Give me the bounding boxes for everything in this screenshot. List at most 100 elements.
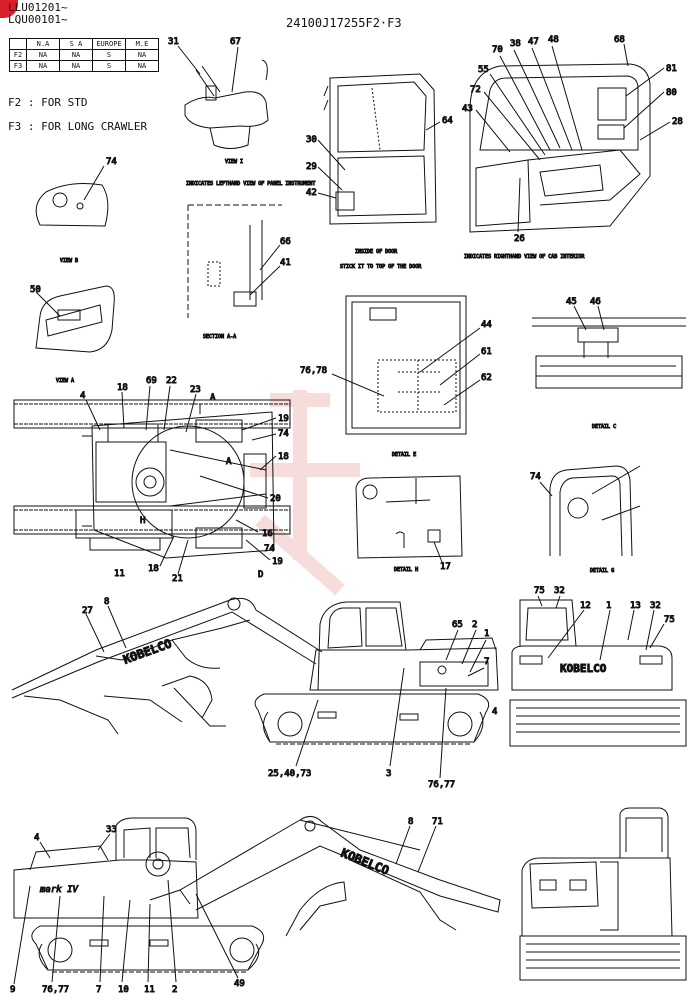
callout-label: 4 <box>492 707 497 717</box>
callout-label: 4 <box>80 391 85 401</box>
callout-label: 2 <box>172 985 177 995</box>
detail-h: 17 DETAIL H <box>355 475 463 574</box>
callout-label: 13 <box>630 601 641 611</box>
detail-g: 74 DETAIL G <box>530 465 641 575</box>
view-b: 74 VIEW B <box>35 157 117 265</box>
inside-door-view: 30 29 42 64 INSIDE OF DOOR STICK IT TO T… <box>306 73 453 271</box>
callout-label: 64 <box>442 116 453 126</box>
callout-label: 11 <box>144 985 155 995</box>
callout-label: 74 <box>530 472 541 482</box>
callout-label: A <box>210 393 216 403</box>
callout-label: 66 <box>280 237 291 247</box>
callout-label: 81 <box>666 64 677 74</box>
cab-interior-view: 38 47 48 68 70 55 81 72 80 43 28 26 INDI… <box>462 35 684 261</box>
detail-c: 45 46 DETAIL C <box>532 297 686 431</box>
callout-label: 16 <box>262 529 273 539</box>
applicability-table: N.A S A EUROPE M.E F2 NA NA S NA F3 NA N… <box>9 38 159 72</box>
side-elevation-right: KOBELCO 27 8 65 2 1 7 4 25,40,73 3 76,77 <box>11 597 499 791</box>
callout-label: 76,78 <box>300 366 327 376</box>
watermark-graphic <box>250 390 360 596</box>
caption-detail-c: DETAIL C <box>592 424 616 430</box>
view-a: 50 VIEW A <box>30 285 115 385</box>
callout-label: 18 <box>117 383 128 393</box>
callout-label: 65 <box>452 620 463 630</box>
callout-label: 11 <box>114 569 125 579</box>
callout-label: 75 <box>534 586 545 596</box>
callout-label: 69 <box>146 376 157 386</box>
caption-detail-g: DETAIL G <box>590 568 614 574</box>
callout-label: 3 <box>386 769 391 779</box>
callout-label: 8 <box>104 597 109 607</box>
callout-label: 1 <box>484 629 489 639</box>
model-decal: mark IV <box>39 885 79 895</box>
arm-brand-decal: KOBELCO <box>339 846 391 878</box>
callout-label: 10 <box>118 985 129 995</box>
callout-label: 32 <box>554 586 565 596</box>
caption-view-b: VIEW B <box>60 258 78 264</box>
callout-label: 28 <box>672 117 683 127</box>
callout-label: 25,40,73 <box>268 769 311 779</box>
callout-label: 22 <box>166 376 177 386</box>
view-i-panel-instrument: 31 67 VIEW I INDICATES LEFTHAND VIEW OF … <box>168 37 316 188</box>
callout-label: 62 <box>481 373 492 383</box>
caption-inside-door: INSIDE OF DOOR <box>355 249 398 255</box>
top-plan-view: 4 18 69 22 23 A A H 19 74 18 20 16 19 74… <box>13 376 291 585</box>
table-cell: S <box>92 60 126 72</box>
callout-label: 7 <box>484 657 489 667</box>
callout-label: 31 <box>168 37 179 47</box>
callout-label: 42 <box>306 188 317 198</box>
callout-label: 20 <box>270 494 281 504</box>
callout-label: 71 <box>432 817 443 827</box>
caption-view-i-sub: INDICATES LEFTHAND VIEW OF PANEL INSTRUM… <box>186 181 315 187</box>
front-view <box>519 807 687 981</box>
caption-detail-h: DETAIL H <box>394 567 418 573</box>
callout-label: 76,77 <box>42 985 69 995</box>
callout-label: 46 <box>590 297 601 307</box>
boom-brand-decal: KOBELCO <box>121 636 173 666</box>
callout-label: 17 <box>440 562 451 572</box>
callout-label: 19 <box>272 557 283 567</box>
serial-range-1: LLU01201~ <box>8 1 68 14</box>
caption-view-i: VIEW I <box>225 159 243 165</box>
callout-label: 76,77 <box>428 780 455 790</box>
callout-label: 2 <box>472 620 477 630</box>
callout-label: 29 <box>306 162 317 172</box>
callout-label: 26 <box>514 234 525 244</box>
section-aa: 66 41 SECTION A-A <box>187 204 291 341</box>
callout-label: 8 <box>408 817 413 827</box>
caption-view-a: VIEW A <box>56 378 74 384</box>
side-elevation-left: mark IV KOBELCO 4 33 8 71 9 76,77 7 10 1… <box>10 816 501 996</box>
callout-label: 45 <box>566 297 577 307</box>
callout-label: 44 <box>481 320 492 330</box>
serial-range-2: LQU00101~ <box>8 13 68 26</box>
callout-label: 67 <box>230 37 241 47</box>
rear-brand-decal: KOBELCO <box>560 662 607 675</box>
callout-label: 4 <box>34 833 39 843</box>
callout-label: 27 <box>82 606 93 616</box>
page-corner-marker <box>0 0 18 18</box>
callout-label: 33 <box>106 825 117 835</box>
note-f3: F3 : FOR LONG CRAWLER <box>8 120 148 133</box>
caption-section-aa: SECTION A-A <box>203 334 236 340</box>
callout-label: 80 <box>666 88 677 98</box>
callout-label: 74 <box>278 429 289 439</box>
callout-label: 18 <box>148 564 159 574</box>
callout-label: D <box>258 570 263 580</box>
callout-label: 74 <box>264 544 275 554</box>
callout-label: 7 <box>96 985 101 995</box>
callout-label: 1 <box>606 601 611 611</box>
callout-label: A <box>226 457 232 467</box>
callout-label: 43 <box>462 104 473 114</box>
note-f2: F2 : FOR STD <box>8 96 88 109</box>
callout-label: 23 <box>190 385 201 395</box>
callout-label: 68 <box>614 35 625 45</box>
callout-label: 55 <box>478 65 489 75</box>
callout-label: 74 <box>106 157 117 167</box>
callout-label: 41 <box>280 258 291 268</box>
callout-label: 61 <box>481 347 492 357</box>
callout-label: 19 <box>278 414 289 424</box>
callout-label: 47 <box>528 37 539 47</box>
caption-cab-interior: INDICATES RIGHTHAND VIEW OF CAB INTERIOR <box>464 254 585 260</box>
